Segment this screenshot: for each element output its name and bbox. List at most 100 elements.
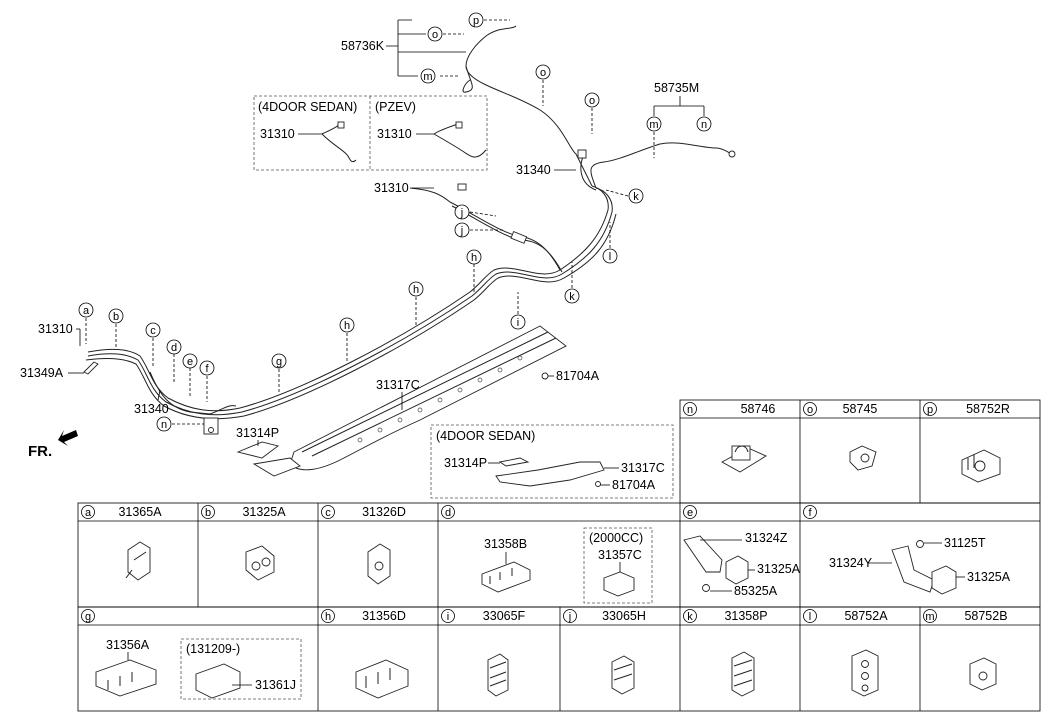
svg-text:b: b	[205, 507, 211, 519]
parts-table	[77, 399, 1041, 712]
svg-text:k: k	[687, 611, 693, 623]
bracket-31314P	[252, 457, 301, 477]
header-j: j 33065H	[563, 609, 646, 623]
cell-e: 31324Z 31325A 85325A	[683, 531, 801, 598]
svg-text:b: b	[113, 311, 119, 323]
callout-k-upper: k	[628, 188, 644, 204]
callout-o-mid1: o	[535, 64, 551, 80]
callout-o-mid2: o	[584, 92, 600, 108]
svg-text:k: k	[569, 291, 575, 303]
callout-e: e	[182, 353, 198, 369]
svg-text:i: i	[517, 317, 519, 329]
underbody-cover-31317C	[289, 325, 567, 471]
cell-p-58752R	[961, 449, 1001, 483]
svg-text:d: d	[171, 342, 177, 354]
label-31361J: 31361J	[255, 678, 296, 692]
svg-text:h: h	[325, 611, 331, 623]
cell-i-33065F	[487, 653, 509, 697]
label-31356A: 31356A	[106, 638, 150, 652]
svg-text:31326D: 31326D	[362, 505, 406, 519]
callout-p: p	[468, 12, 484, 28]
callout-l: l	[602, 248, 618, 264]
svg-text:31365A: 31365A	[118, 505, 162, 519]
cell-j-33065H	[611, 655, 635, 695]
cell-d: 31358B (2000CC) 31357C	[481, 527, 653, 604]
inset-4door-pzev	[253, 95, 488, 171]
svg-text:e: e	[687, 507, 693, 519]
svg-text:a: a	[83, 305, 90, 317]
svg-text:g: g	[85, 611, 91, 623]
callout-h-low: h	[339, 317, 355, 333]
header-l: l 58752A	[803, 609, 888, 623]
bolt-81704A	[541, 372, 549, 380]
inset2-sedan-label: (4DOOR SEDAN)	[436, 429, 535, 443]
svg-text:h: h	[344, 320, 350, 332]
svg-text:a: a	[85, 507, 92, 519]
svg-text:31325A: 31325A	[242, 505, 286, 519]
label-31324Y: 31324Y	[829, 556, 873, 570]
label-131209: (131209-)	[186, 642, 240, 656]
label-58735M: 58735M	[654, 81, 699, 95]
svg-text:p: p	[927, 404, 933, 416]
svg-text:58745: 58745	[843, 402, 878, 416]
cell-g: 31356A (131209-) 31361J	[95, 638, 302, 700]
callout-j-lower: j	[454, 222, 470, 238]
svg-text:f: f	[808, 507, 812, 519]
header-b: b 31325A	[201, 505, 286, 519]
callout-h-upper: h	[466, 249, 482, 265]
callout-d: d	[166, 339, 182, 355]
cell-m-58752B	[969, 657, 997, 691]
label-31314P: 31314P	[236, 426, 279, 440]
svg-text:31358P: 31358P	[724, 609, 767, 623]
label-31324Z: 31324Z	[745, 531, 788, 545]
svg-text:o: o	[589, 95, 595, 107]
cell-b-31325A	[245, 545, 275, 581]
svg-text:o: o	[432, 29, 438, 41]
svg-text:58746: 58746	[741, 402, 776, 416]
callout-m-top: m	[420, 68, 436, 84]
callout-n-right: n	[696, 116, 712, 132]
svg-text:j: j	[460, 225, 463, 237]
header-g: g	[81, 609, 95, 623]
svg-text:h: h	[471, 252, 477, 264]
inset-pzev-label: (PZEV)	[375, 100, 416, 114]
callout-i: i	[510, 314, 526, 330]
svg-text:j: j	[568, 611, 571, 623]
cell-a-31365A	[125, 541, 151, 581]
svg-text:h: h	[413, 284, 419, 296]
svg-text:58752A: 58752A	[844, 609, 888, 623]
svg-text:k: k	[633, 191, 639, 203]
svg-text:o: o	[540, 67, 546, 79]
label-2000cc: (2000CC)	[589, 531, 643, 545]
svg-text:l: l	[609, 251, 611, 263]
svg-text:g: g	[276, 356, 282, 368]
callout-o-top: o	[427, 26, 443, 42]
svg-text:l: l	[809, 611, 811, 623]
cell-n-58746	[721, 445, 767, 473]
label-31349A: 31349A	[20, 366, 64, 380]
svg-text:j: j	[460, 207, 463, 219]
callout-c: c	[145, 322, 161, 338]
callout-h-mid: h	[408, 281, 424, 297]
svg-text:n: n	[161, 419, 167, 431]
label-31317C: 31317C	[376, 378, 420, 392]
callout-circles: p o m o o m n k l k j j h i h h g a b c …	[78, 12, 712, 432]
inset-4door-sedan-2	[430, 424, 674, 499]
front-arrow-icon	[58, 430, 78, 446]
svg-text:i: i	[447, 611, 449, 623]
label-31310-left: 31310	[38, 322, 73, 336]
svg-text:m: m	[649, 119, 658, 131]
label-31340-left: 31340	[134, 402, 169, 416]
svg-text:58752R: 58752R	[966, 402, 1010, 416]
svg-text:33065H: 33065H	[602, 609, 646, 623]
svg-text:e: e	[187, 356, 193, 368]
callout-m-right: m	[646, 116, 662, 132]
label-81704A-inset: 81704A	[612, 478, 656, 492]
